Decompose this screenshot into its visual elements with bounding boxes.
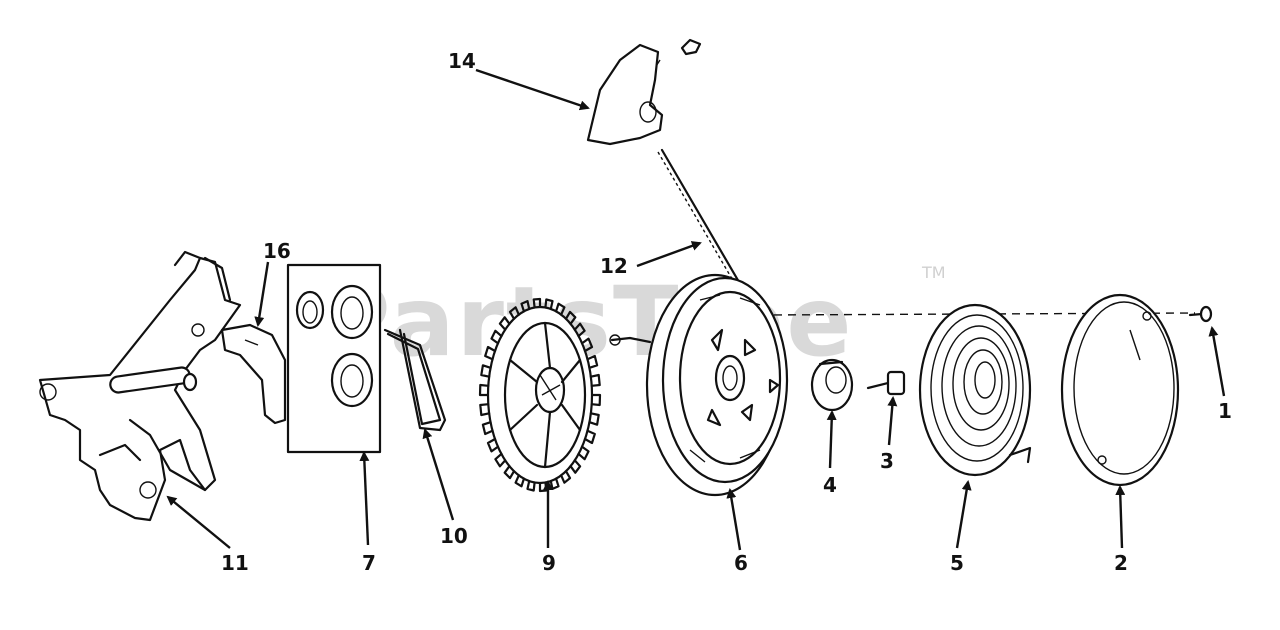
callout-6: 6 — [734, 551, 748, 575]
kit-washer-bottom — [330, 352, 374, 408]
callout-10: 10 — [440, 524, 468, 548]
part-small-screw[interactable] — [1188, 305, 1213, 323]
part-bracket[interactable] — [38, 250, 242, 522]
callout-3: 3 — [880, 449, 894, 473]
kit-washer-top — [330, 284, 374, 340]
part-pulley[interactable] — [645, 273, 789, 497]
part-screw[interactable] — [866, 370, 906, 396]
callout-1: 1 — [1218, 399, 1232, 423]
part-kit-box[interactable] — [286, 263, 382, 454]
watermark: PartsTree TM — [320, 263, 946, 378]
part-lever[interactable] — [220, 323, 287, 425]
callout-5: 5 — [950, 551, 964, 575]
callout-7: 9 — [542, 551, 556, 575]
callout-11: 11 — [221, 551, 249, 575]
callout-14: 14 — [448, 49, 476, 73]
callout-labels: 14 12 16 7 10 11 9 6 4 3 5 2 1 — [221, 49, 1232, 575]
part-bushing[interactable] — [810, 358, 854, 412]
leader-arrows — [166, 68, 1226, 551]
watermark-trademark: TM — [921, 263, 946, 282]
callout-16: 16 — [263, 239, 291, 263]
part-handle[interactable] — [586, 38, 702, 146]
callout-9: 7 — [362, 551, 376, 575]
part-cover[interactable] — [1060, 293, 1180, 487]
callout-2: 2 — [1114, 551, 1128, 575]
callout-12: 12 — [600, 254, 628, 278]
part-gear[interactable] — [478, 297, 602, 493]
part-recoil-spring[interactable] — [918, 303, 1032, 477]
kit-clip — [295, 290, 325, 330]
callout-4: 4 — [823, 473, 837, 497]
part-wire-spring[interactable] — [383, 328, 447, 432]
